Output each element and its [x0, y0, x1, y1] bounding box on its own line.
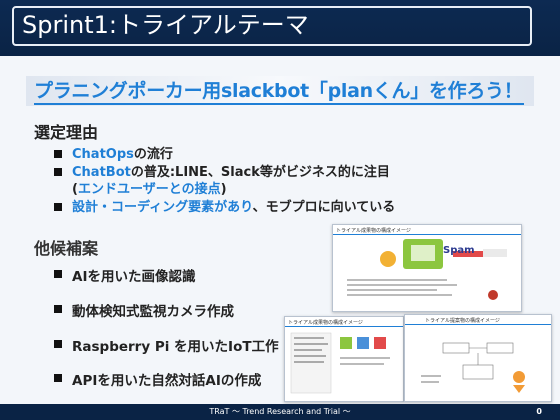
headline-band — [26, 76, 534, 106]
candidate-text: APIを用いた自然対話AIの作成 — [72, 373, 262, 389]
reason-item: ChatBotの普及:LINE、Slack等がビジネス的に注目 (エンドユーザー… — [54, 164, 434, 198]
reason-highlight: ChatBot — [72, 165, 131, 180]
reason-item: ChatOpsの流行 — [54, 146, 434, 163]
candidate-text: AIを用いた画像認識 — [72, 269, 196, 285]
candidate-item: 動体検知式監視カメラ作成 — [54, 300, 234, 320]
thumbnail-slide-2: トライアル成果物の構成イメージ — [284, 316, 404, 402]
thumbnail-3-graphic — [405, 324, 551, 393]
bullet-square-icon — [54, 168, 62, 176]
title-bar — [0, 0, 560, 56]
reason-subtext-highlight: エンドユーザーとの接点 — [77, 182, 221, 197]
reason-text: 、モブプロに向いている — [252, 200, 396, 215]
candidate-item: Raspberry Pi を用いたIoT工作 — [54, 335, 279, 355]
reason-highlight: 設計・コーディング要素があり — [72, 200, 253, 215]
candidate-item: AIを用いた画像認識 — [54, 265, 195, 285]
reason-heading: 選定理由 — [34, 123, 99, 142]
headline: プラニングポーカー用slackbot「planくん」を作ろう！ — [34, 80, 523, 102]
slide-title: Sprint1:トライアルテーマ — [22, 11, 309, 39]
thumbnail-slide-1: トライアル成果物の構成イメージ Spam — [332, 224, 522, 312]
reason-text: の流行 — [133, 147, 173, 162]
bullet-square-icon — [54, 305, 62, 313]
candidate-text: Raspberry Pi を用いたIoT工作 — [72, 339, 279, 355]
page-number: 0 — [536, 407, 542, 416]
bullet-square-icon — [54, 150, 62, 158]
thumbnail-slide-3: トライアル提案物の構成イメージ — [404, 314, 552, 402]
reason-list: ChatOpsの流行 ChatBotの普及:LINE、Slack等がビジネス的に… — [54, 146, 434, 217]
candidate-text: 動体検知式監視カメラ作成 — [72, 304, 234, 320]
reason-highlight: ChatOps — [72, 147, 134, 162]
bullet-square-icon — [54, 203, 62, 211]
bullet-square-icon — [54, 374, 62, 382]
bullet-square-icon — [54, 270, 62, 278]
headline-underline — [34, 103, 524, 105]
thumbnail-1-graphic — [333, 234, 521, 300]
title-frame — [12, 6, 532, 46]
reason-text: の普及:LINE、Slack等がビジネス的に注目 — [130, 165, 390, 180]
thumbnail-title: トライアル成果物の構成イメージ — [288, 320, 363, 326]
footer-text: TRaT 〜 Trend Research and Trial 〜 — [209, 407, 351, 416]
reason-item: 設計・コーディング要素があり、モブプロに向いている — [54, 199, 434, 216]
footer-bar — [0, 404, 560, 420]
bullet-square-icon — [54, 340, 62, 348]
spam-label: Spam — [443, 245, 475, 256]
thumbnail-title: トライアル成果物の構成イメージ — [336, 228, 411, 234]
reason-subtext: (エンドユーザーとの接点) — [72, 182, 227, 197]
thumbnail-2-graphic — [285, 326, 403, 394]
thumbnail-title: トライアル提案物の構成イメージ — [425, 318, 500, 324]
candidate-item: APIを用いた自然対話AIの作成 — [54, 369, 261, 389]
candidates-heading: 他候補案 — [34, 239, 99, 258]
